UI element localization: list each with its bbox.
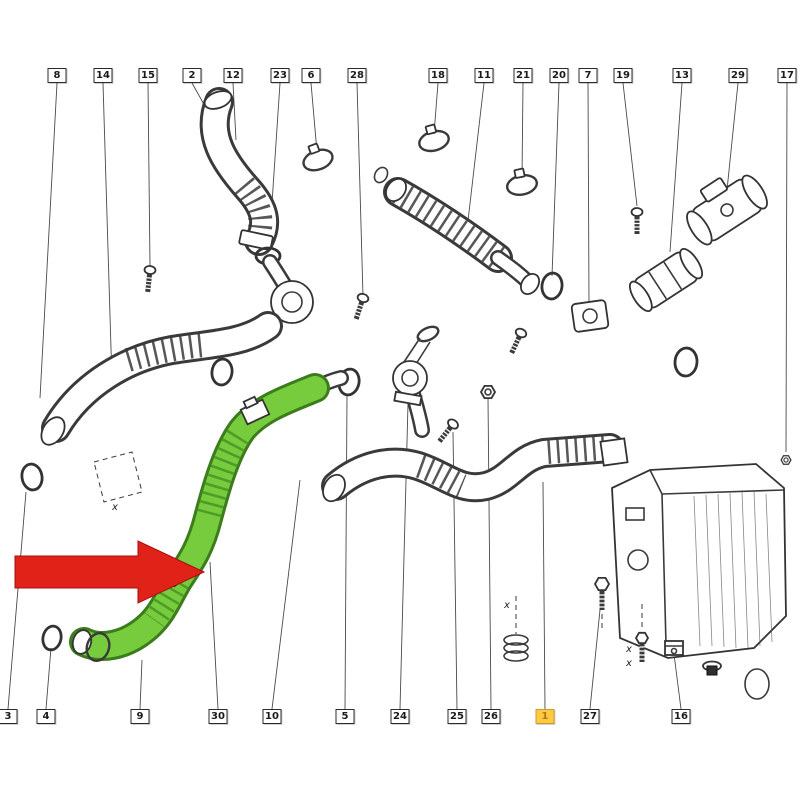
- screw-25: [435, 417, 460, 444]
- sensor-valve-24: [392, 325, 440, 438]
- screw-15: [142, 265, 156, 292]
- nut-26: [480, 384, 496, 400]
- callout-12: 12: [223, 68, 243, 83]
- x-mark: x: [625, 658, 632, 669]
- callout-24: 24: [390, 709, 410, 724]
- o-ring: [210, 357, 234, 387]
- bolt-27: [593, 577, 611, 630]
- left-hose: [20, 311, 283, 492]
- callout-20: 20: [549, 68, 569, 83]
- callout-14: 14: [93, 68, 113, 83]
- hose-clamp-18: [414, 120, 453, 156]
- callout-11: 11: [474, 68, 494, 83]
- callout-17: 17: [777, 68, 797, 83]
- callout-21: 21: [513, 68, 533, 83]
- highlighted-hose-9: [69, 370, 349, 662]
- o-ring-3: [20, 462, 44, 492]
- callout-29: 29: [728, 68, 748, 83]
- callout-1: 1: [535, 709, 555, 724]
- callout-26: 26: [481, 709, 501, 724]
- dashed-reference-box: [93, 451, 143, 503]
- spring-part: [503, 596, 529, 662]
- callout-6: 6: [301, 68, 321, 83]
- screw-19: [632, 208, 643, 234]
- sensor-unit-7: [570, 299, 610, 333]
- callout-5: 5: [335, 709, 355, 724]
- x-mark: x: [111, 502, 118, 513]
- top-left-hose: [199, 87, 314, 324]
- callout-7: 7: [578, 68, 598, 83]
- screw-7: [507, 327, 528, 355]
- red-pointer-arrow: [14, 540, 206, 604]
- bellows-hose: [373, 166, 540, 296]
- o-ring-bottom-right: [744, 668, 770, 700]
- bolt-with-axis: [634, 604, 650, 662]
- x-mark: x: [503, 600, 510, 611]
- callout-27: 27: [580, 709, 600, 724]
- callout-4: 4: [36, 709, 56, 724]
- callout-3: 3: [0, 709, 18, 724]
- o-ring-20: [540, 271, 564, 301]
- callout-28: 28: [347, 68, 367, 83]
- air-filter-box: [611, 463, 787, 659]
- nut-17: [780, 455, 792, 465]
- grommet: [702, 660, 722, 676]
- hose-clamp-21: [502, 165, 540, 199]
- callout-13: 13: [672, 68, 692, 83]
- maf-sensor-29: [686, 174, 768, 246]
- o-ring-13: [673, 346, 699, 378]
- middle-hose: [321, 433, 629, 503]
- screw-28: [351, 292, 369, 320]
- callout-23: 23: [270, 68, 290, 83]
- hose-connector-30: [239, 395, 271, 426]
- callout-18: 18: [428, 68, 448, 83]
- x-mark: x: [625, 644, 632, 655]
- callout-2: 2: [182, 68, 202, 83]
- o-ring-4: [41, 624, 63, 652]
- clip-16: [664, 640, 684, 656]
- hose-clamp-6: [297, 138, 337, 176]
- callout-19: 19: [613, 68, 633, 83]
- callout-10: 10: [262, 709, 282, 724]
- callout-9: 9: [130, 709, 150, 724]
- callout-15: 15: [138, 68, 158, 83]
- leader-lines: [7, 82, 788, 710]
- callout-16: 16: [671, 709, 691, 724]
- resonator-13: [628, 248, 704, 312]
- callout-8: 8: [47, 68, 67, 83]
- callout-30: 30: [208, 709, 228, 724]
- callout-25: 25: [447, 709, 467, 724]
